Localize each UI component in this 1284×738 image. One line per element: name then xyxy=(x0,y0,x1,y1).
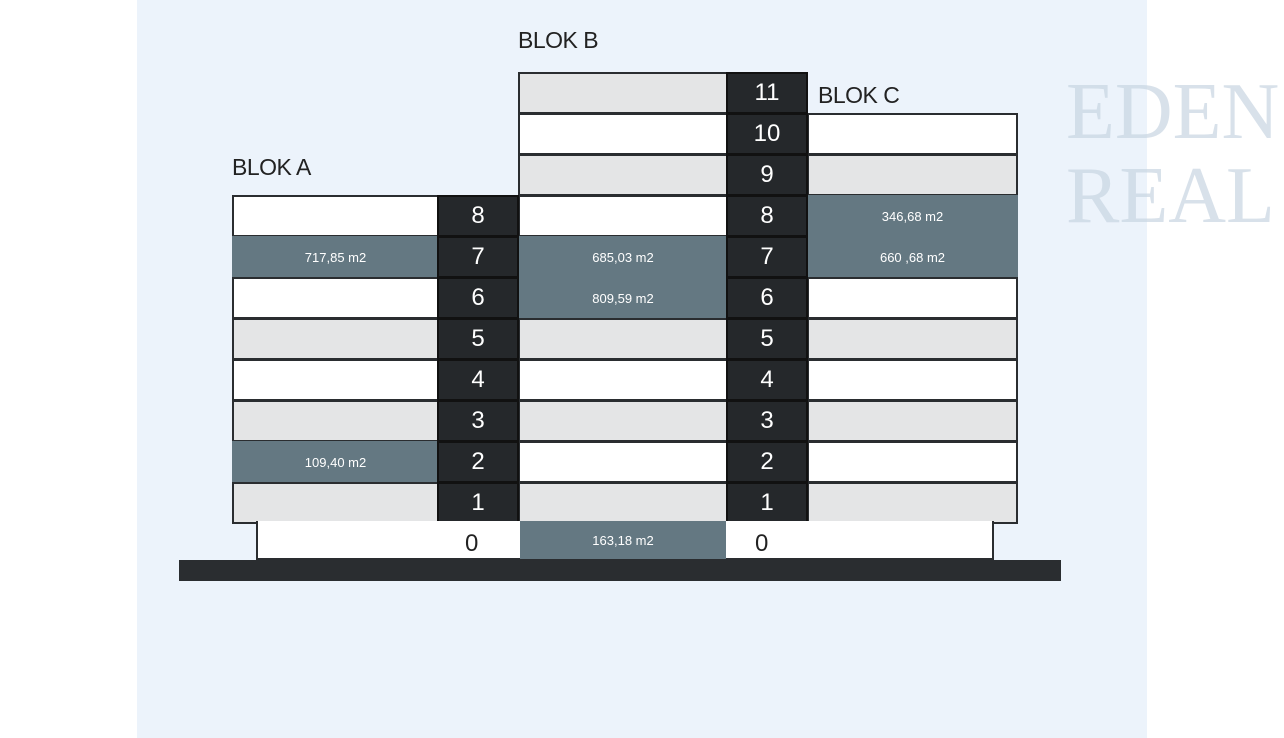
unit-a-floor-5[interactable] xyxy=(232,318,439,360)
ground-unit-b[interactable]: 163,18 m2 xyxy=(520,521,726,559)
unit-b-floor-8[interactable] xyxy=(518,195,728,237)
unit-c-floor-8[interactable]: 346,68 m2 xyxy=(807,195,1018,237)
stair-b-floor-2: 2 xyxy=(726,441,808,483)
ground-label-a: 0 xyxy=(465,530,479,557)
unit-c-floor-10[interactable] xyxy=(807,113,1018,155)
unit-a-floor-2[interactable]: 109,40 m2 xyxy=(232,441,439,483)
stair-b-floor-1: 1 xyxy=(726,482,808,524)
unit-c-floor-6[interactable] xyxy=(807,277,1018,319)
unit-b-floor-6[interactable]: 809,59 m2 xyxy=(518,277,728,319)
block-c-title: BLOK C xyxy=(818,82,900,108)
unit-c-floor-2[interactable] xyxy=(807,441,1018,483)
stair-b-floor-11: 11 xyxy=(726,72,808,114)
stair-a-floor-5: 5 xyxy=(437,318,519,360)
ground-label-b: 0 xyxy=(755,530,769,557)
unit-a-floor-1[interactable] xyxy=(232,482,439,524)
unit-c-floor-1[interactable] xyxy=(807,482,1018,524)
unit-a-floor-3[interactable] xyxy=(232,400,439,442)
unit-b-floor-1[interactable] xyxy=(518,482,728,524)
unit-b-floor-9[interactable] xyxy=(518,154,728,196)
stair-b-floor-4: 4 xyxy=(726,359,808,401)
foundation-bar xyxy=(179,560,1061,581)
unit-a-floor-4[interactable] xyxy=(232,359,439,401)
unit-c-floor-7[interactable]: 660 ,68 m2 xyxy=(807,236,1018,278)
stair-b-floor-10: 10 xyxy=(726,113,808,155)
unit-a-floor-8[interactable] xyxy=(232,195,439,237)
stair-a-floor-4: 4 xyxy=(437,359,519,401)
stair-a-floor-1: 1 xyxy=(437,482,519,524)
unit-a-floor-7[interactable]: 717,85 m2 xyxy=(232,236,439,278)
unit-b-floor-2[interactable] xyxy=(518,441,728,483)
unit-b-floor-10[interactable] xyxy=(518,113,728,155)
unit-c-floor-3[interactable] xyxy=(807,400,1018,442)
unit-b-floor-7[interactable]: 685,03 m2 xyxy=(518,236,728,278)
stair-b-floor-3: 3 xyxy=(726,400,808,442)
unit-a-floor-6[interactable] xyxy=(232,277,439,319)
stair-a-floor-2: 2 xyxy=(437,441,519,483)
stair-b-floor-7: 7 xyxy=(726,236,808,278)
unit-c-floor-4[interactable] xyxy=(807,359,1018,401)
stair-b-floor-8: 8 xyxy=(726,195,808,237)
unit-b-floor-5[interactable] xyxy=(518,318,728,360)
block-b-title: BLOK B xyxy=(518,27,599,53)
stair-b-floor-9: 9 xyxy=(726,154,808,196)
stair-a-floor-8: 8 xyxy=(437,195,519,237)
unit-b-floor-11[interactable] xyxy=(518,72,728,114)
stair-a-floor-3: 3 xyxy=(437,400,519,442)
block-a-title: BLOK A xyxy=(232,154,311,180)
unit-c-floor-5[interactable] xyxy=(807,318,1018,360)
stair-a-floor-7: 7 xyxy=(437,236,519,278)
unit-b-floor-3[interactable] xyxy=(518,400,728,442)
stair-b-floor-6: 6 xyxy=(726,277,808,319)
unit-b-floor-4[interactable] xyxy=(518,359,728,401)
stair-a-floor-6: 6 xyxy=(437,277,519,319)
unit-c-floor-9[interactable] xyxy=(807,154,1018,196)
stair-b-floor-5: 5 xyxy=(726,318,808,360)
